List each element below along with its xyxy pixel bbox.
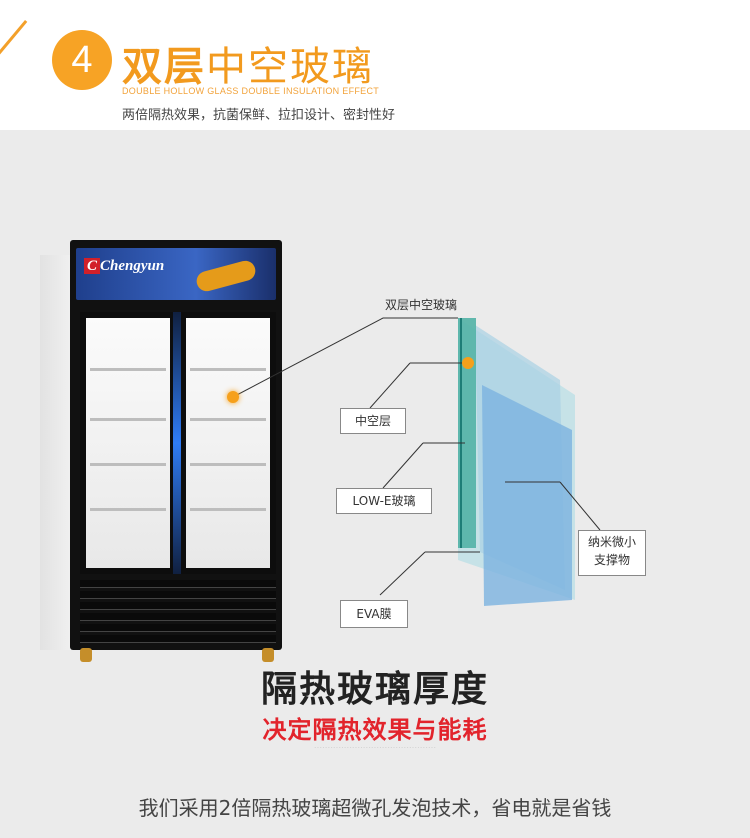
vent-slat — [80, 580, 276, 588]
hollow-layer-marker — [462, 357, 474, 369]
leader-line — [369, 362, 411, 409]
vent-slat — [80, 624, 276, 632]
headline-red: 决定隔热效果与能耗 — [262, 716, 488, 744]
section-title: 双层中空玻璃 — [122, 34, 374, 92]
vent-slat — [80, 602, 276, 610]
low-e-pane — [482, 385, 572, 606]
subtitle-english: DOUBLE HOLLOW GLASS DOUBLE INSULATION EF… — [122, 86, 380, 96]
brand-logo-text: Chengyun — [100, 258, 165, 274]
wheel — [80, 648, 92, 662]
label-hollow-layer: 中空层 — [340, 408, 406, 434]
shelf — [190, 463, 266, 466]
glass-edge — [458, 318, 476, 548]
leader-line — [379, 551, 426, 596]
leader-line — [382, 442, 424, 489]
right-door — [180, 312, 276, 574]
shelf — [90, 418, 166, 421]
step-number-badge: 4 — [52, 30, 112, 90]
label-eva: EVA膜 — [340, 600, 408, 628]
footer-text: 我们采用2倍隔热玻璃超微孔发泡技术，省电就是省钱 — [138, 796, 612, 820]
left-door-glass — [86, 318, 170, 568]
left-door — [80, 312, 176, 574]
leader-line — [559, 481, 601, 531]
wheel — [262, 648, 274, 662]
shelf — [190, 418, 266, 421]
title-light: 中空玻璃 — [206, 44, 374, 90]
shelf — [90, 508, 166, 511]
decorative-fine-print: - - - - - - - - - - - - - - - - - - - - … — [314, 745, 436, 750]
header-section: 4 双层中空玻璃 DOUBLE HOLLOW GLASS DOUBLE INSU… — [0, 0, 750, 130]
headline-main: 隔热玻璃厚度 — [260, 669, 489, 710]
shelf — [90, 368, 166, 371]
subtitle-chinese: 两倍隔热效果，抗菌保鲜、拉扣设计、密封性好 — [122, 108, 396, 123]
title-bold: 双层 — [122, 44, 206, 90]
shelf — [190, 508, 266, 511]
label-low-e: LOW-E玻璃 — [336, 488, 432, 514]
vent-slat — [80, 613, 276, 621]
vent-slat — [80, 591, 276, 599]
connector-line — [232, 317, 384, 398]
label-double-glass: 双层中空玻璃 — [385, 298, 458, 312]
bottom-vents — [80, 580, 276, 648]
shelf — [90, 463, 166, 466]
fridge-glass-marker — [227, 391, 239, 403]
vent-slat — [80, 635, 276, 643]
right-door-glass — [186, 318, 270, 568]
shelf — [190, 368, 266, 371]
label-nano-support: 纳米微小 支撑物 — [578, 530, 646, 576]
door-light-strip — [173, 312, 181, 574]
